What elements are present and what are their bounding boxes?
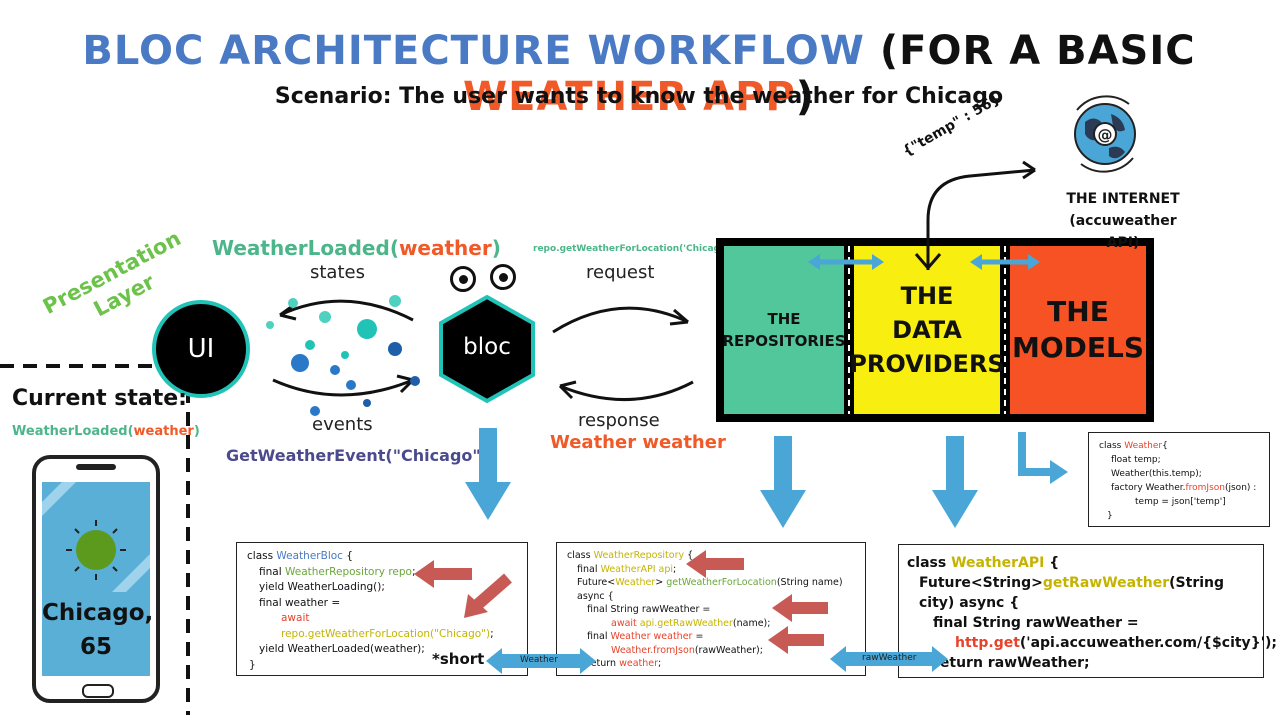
rawweather-connector-label: rawWeather [862,653,917,663]
ui-bloc-flow [266,295,420,416]
states-event-name: WeatherLoaded(weather) [212,236,501,260]
internet-connector [914,160,1036,271]
request-label: request [586,262,655,283]
model-code-card: class Weather{ float temp; Weather(this.… [1088,432,1270,527]
bloc-eye-left [450,266,476,292]
phone-weather-text: Chicago, 65 [42,600,154,660]
down-arrow-bloc [465,428,511,520]
response-value: Weather weather [550,432,726,453]
weather-connector [486,648,596,674]
page-title: BLOC ARCHITECTURE WORKFLOW (FOR A BASIC … [82,28,1196,120]
presentation-divider [0,364,190,715]
phone-home-button [82,684,114,698]
down-arrow-api [932,436,978,528]
weather-connector-label: Weather [520,655,558,665]
ui-node: UI [152,300,250,398]
current-state-label: Current state: [12,386,187,411]
phone-speaker [76,464,116,470]
bloc-label: bloc [463,334,511,360]
bloc-red-arrows [414,560,512,618]
response-label: response [578,410,660,431]
repo-red-arrows [686,550,828,654]
current-state-value: WeatherLoaded(weather) [12,424,200,439]
sun-icon [42,482,150,592]
states-label: states [310,262,365,283]
down-arrow-repo [760,436,806,528]
internet-label: THE INTERNET (accuweather API) [1066,191,1180,251]
events-label: events [312,414,373,435]
bloc-repo-flow [552,306,694,401]
api-code-card: class WeatherAPI { Future<String>getRawW… [898,544,1277,678]
bloc-node [439,294,535,404]
globe-icon: @ [1074,95,1136,173]
bloc-eye-right [490,264,516,290]
short-note: *short c [432,650,499,668]
subtitle: Scenario: The user wants to know the wea… [274,84,1004,109]
rawweather-connector [830,646,948,672]
panel-dividers [808,246,1040,414]
request-code: repo.getWeatherForLocation('Chicago') [533,244,734,254]
events-event-name: GetWeatherEvent("Chicago") [226,446,489,465]
models-arrow [1018,432,1068,484]
svg-text:@: @ [1098,126,1113,144]
